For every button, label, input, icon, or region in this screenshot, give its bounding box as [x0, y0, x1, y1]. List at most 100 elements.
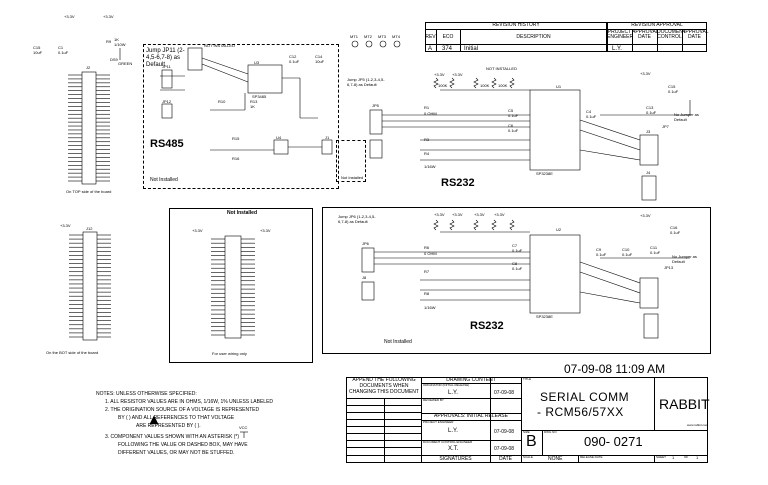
connector-j8-label: J8: [362, 275, 367, 280]
supply-label: +3.3V: [452, 72, 463, 77]
date-label: DATE: [499, 456, 512, 462]
project-engineer-initials: L.Y.: [448, 428, 458, 434]
resistor-r9-label: R9: [106, 39, 112, 44]
cap-c15b-label: C15: [668, 84, 676, 89]
ic-u2-label: U2: [556, 227, 562, 232]
cap-c16-value: 0.1uF: [670, 230, 681, 235]
title-line-1: SERIAL COMM: [540, 390, 630, 404]
originator-initials: L.Y.: [448, 390, 458, 396]
cap-c9-label: C9: [596, 247, 602, 252]
resistor-r6-label: R6: [424, 245, 430, 250]
mounting-mt2: MT2: [364, 34, 372, 39]
resistor-r3-label: R3: [424, 137, 430, 142]
doc-control-label: DOCUMENT CONTROL ENGINEER: [423, 440, 473, 444]
timestamp: 07-09-08 11:09 AM: [564, 362, 666, 376]
rs232-top-jumper-note: Jump JP5 (1-2,3-4,5-6,7-8) as Default: [347, 77, 385, 87]
cap-c13-label: C13: [646, 105, 654, 110]
resistor-r21-value: 100K: [438, 83, 448, 88]
rs232-top-title: RS232: [441, 177, 475, 189]
cap-c14-value: 10uF: [315, 59, 325, 64]
title-line-2: - RCM56/57XX: [537, 405, 624, 419]
resistor-r13-value: 1K: [250, 104, 255, 109]
jp-not-installed-box: [336, 140, 366, 182]
revision-approval-title: REVISION APPROVAL: [631, 22, 683, 28]
connector-jp5-label: JP5: [372, 103, 379, 108]
col-approval-date: APPROVAL DATE: [632, 29, 659, 41]
led-ds9-label: DS9: [110, 57, 118, 62]
sheet-label: SHEET: [656, 455, 667, 459]
cap-c8-label: C8: [512, 261, 518, 266]
release-date-label: RELEASE DATE: [580, 455, 603, 459]
resistor-r1-value: 0 OHM: [424, 111, 437, 116]
mounting-mt4: MT4: [392, 34, 400, 39]
supply-label: +3.3V: [64, 14, 75, 19]
supply-label: +3.3V: [434, 212, 445, 217]
cap-c15-value: 10uF: [33, 50, 43, 55]
cap-c13-value: 0.1uF: [646, 110, 657, 115]
supply-label: +3.3V: [103, 14, 114, 19]
cap-c10-value: 0.1uF: [622, 252, 633, 257]
scale-label: SCALE: [523, 455, 533, 459]
doc-control-date: 07-09-08: [494, 446, 515, 452]
connector-j4-label: J4: [646, 170, 651, 175]
dwg-no-value: 090- 0271: [584, 434, 643, 449]
note-2a: 2. THE ORIGINATION SOURCE OF A VOLTAGE I…: [105, 407, 260, 413]
size-value: B: [526, 433, 537, 450]
rs232-top-not-installed: Not Installed: [341, 175, 364, 180]
rs232-top-no-jumper: No Jumper as Default: [674, 112, 699, 122]
mounting-mt1: MT1: [350, 34, 358, 39]
originator-date: 07-09-08: [494, 390, 515, 396]
approvals-label: APPROVALS: INITIAL RELEASE: [434, 413, 508, 419]
rs485-title: RS485: [150, 138, 184, 150]
supply-label: +3.3V: [192, 228, 203, 233]
supply-label: +3.3V: [640, 71, 651, 76]
cap-c5-label: C5: [508, 108, 514, 113]
col-document-control: DOCUMENT CONTROL: [657, 29, 686, 41]
rs232-top-not-installed-top: NOT INSTALLED: [486, 66, 517, 71]
ic-u1-label: U1: [556, 84, 562, 89]
ic-u4-label: U4: [276, 135, 282, 140]
revision-row-engineer: L.Y.: [612, 46, 622, 52]
rs232-bot-no-jumper: No Jumper as Default: [672, 254, 697, 264]
supply-label: +3.3V: [494, 212, 505, 217]
supply-label: +3.3V: [474, 212, 485, 217]
center-title: Not Installed: [227, 210, 258, 216]
revision-history-title: REVISION HISTORY: [492, 22, 540, 28]
connector-jp13-label: JP13: [664, 265, 674, 270]
mounting-mt3: MT3: [378, 34, 386, 39]
rs485-jumper-note: Jump JP11 (2-4,5-6,7-8) as Default: [146, 48, 185, 68]
doc-control-initials: X.T.: [448, 446, 459, 452]
drawing-content-label: DRAWING CONTENT: [446, 377, 496, 383]
notes-header: NOTES: UNLESS OTHERWISE SPECIFIED:: [96, 391, 197, 397]
project-engineer-label: PROJECT ENGINEER: [423, 420, 454, 424]
connector-j1-label: J1: [325, 135, 330, 140]
connector-j3-label: J3: [646, 129, 651, 134]
note-3a: 3. COMPONENT VALUES SHOWN WITH AN ASTERI…: [105, 434, 240, 440]
title-label: TITLE: [523, 377, 532, 381]
cap-c4-label: C4: [586, 109, 592, 114]
resistor-r9-power: 1/10W: [114, 42, 126, 47]
supply-label: +3.3V: [260, 228, 271, 233]
col-rev: REV: [425, 34, 436, 40]
connector-jp7-label: JP7: [662, 124, 669, 129]
project-engineer-date: 07-09-08: [494, 429, 515, 435]
rs485-not-installed-top: NOT INSTALLED: [204, 43, 235, 48]
ic-u1-name: SP3238E: [536, 171, 553, 176]
j12-side-note: On the BOT side of the board: [46, 350, 99, 355]
resistor-r1-label: R1: [424, 105, 430, 110]
resistor-r18-value: 100K: [498, 83, 508, 88]
cap-c16-label: C16: [670, 225, 678, 230]
connector-jp11-label: JP11: [162, 64, 171, 69]
cap-c10-label: C10: [622, 247, 630, 252]
vcc-label: VCC: [239, 425, 248, 430]
reviewed-by-label: REVIEWED BY: [423, 398, 444, 402]
cap-c6-value: 0.1uF: [508, 128, 519, 133]
connector-j2-label: J2: [86, 65, 91, 70]
col-project-engineer: PROJECT ENGINEER: [607, 29, 634, 41]
supply-label: +3.3V: [434, 72, 445, 77]
resistor-r19-value: 100K: [480, 83, 490, 88]
dwg-no-label: DWG NO: [544, 430, 557, 434]
rs232-bot-jumper-note: Jump JP6 (1-2,3-4,5-6,7-8) as Default: [338, 214, 376, 224]
of-label: OF: [684, 455, 689, 459]
cap-c1-value: 0.1uF: [58, 50, 69, 55]
